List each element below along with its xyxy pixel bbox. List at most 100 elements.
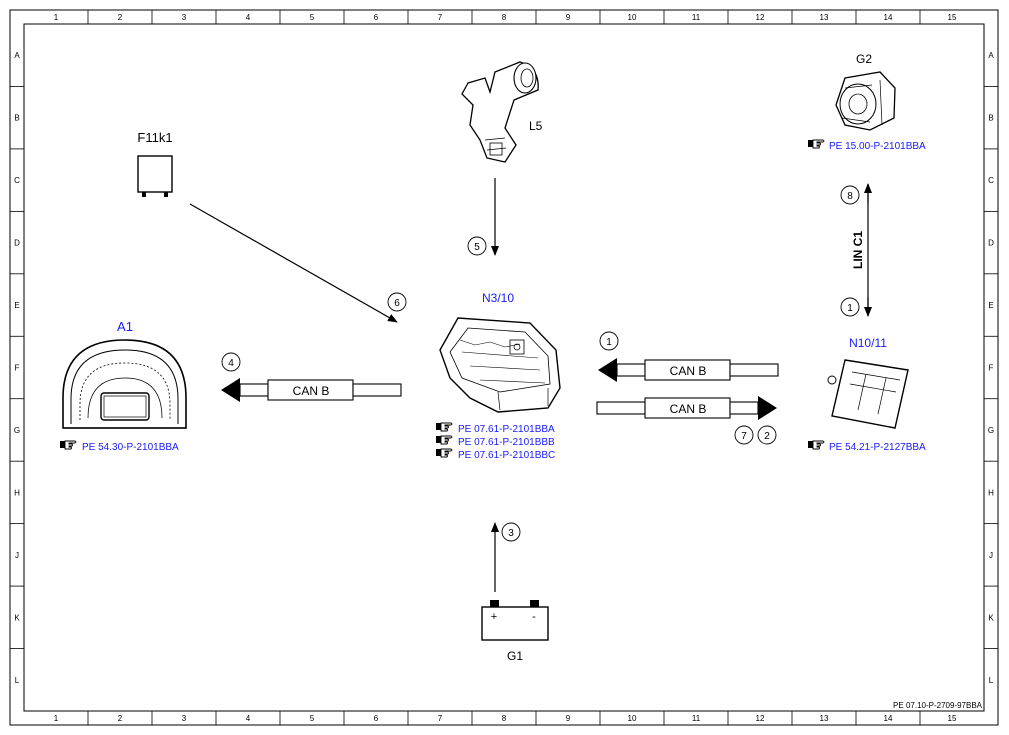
column-label-bottom: 11 — [692, 714, 701, 723]
row-label-right: G — [988, 426, 994, 435]
line-f11k1-to-n3-10 — [189, 203, 398, 323]
n3-10-ref-2: PE 07.61-P-2101BBC — [458, 450, 555, 461]
column-label-bottom: 14 — [884, 714, 893, 723]
column-label-bottom: 6 — [374, 714, 379, 723]
column-label-bottom: 9 — [566, 714, 571, 723]
f11k1-label: F11k1 — [137, 130, 172, 145]
row-label-right: K — [988, 613, 994, 622]
pointing-hand-icon — [59, 440, 77, 450]
row-label-right: F — [989, 364, 994, 373]
column-label-top: 7 — [438, 13, 443, 22]
svg-text:1: 1 — [847, 303, 853, 314]
row-label-left: C — [14, 176, 20, 185]
lin-c1-label: LIN C1 — [851, 231, 865, 269]
column-label-bottom: 7 — [438, 714, 443, 723]
a1-label: A1 — [117, 319, 133, 334]
pointing-hand-icon — [807, 139, 825, 149]
svg-text:6: 6 — [394, 298, 400, 309]
callouts: 5 6 4 1 7 2 3 8 1 — [221, 185, 860, 542]
row-label-left: G — [14, 426, 20, 435]
callout-1-right: 1 — [840, 297, 860, 317]
column-label-bottom: 12 — [756, 714, 765, 723]
g1-label: G1 — [507, 649, 523, 663]
n3-10-label: N3/10 — [482, 291, 514, 305]
column-label-bottom: 8 — [502, 714, 507, 723]
control-unit-n10-11: N10/11 PE 54.21-P-2127BBA — [807, 336, 926, 453]
column-label-bottom: 10 — [628, 714, 637, 723]
column-label-bottom: 13 — [820, 714, 829, 723]
column-label-top: 10 — [628, 13, 637, 22]
row-label-right: C — [988, 176, 994, 185]
column-label-top: 4 — [246, 13, 251, 22]
can-right-top-label: CAN B — [670, 364, 707, 378]
row-label-right: H — [988, 488, 994, 497]
document-id: PE 07.10-P-2709-97BBA — [893, 701, 983, 710]
reference-a1[interactable]: PE 54.30-P-2101BBA — [59, 440, 179, 453]
callout-5: 5 — [467, 236, 487, 256]
battery-minus: - — [532, 611, 536, 623]
reference-n10-11[interactable]: PE 54.21-P-2127BBA — [807, 440, 926, 453]
n10-11-label: N10/11 — [849, 336, 887, 350]
svg-text:1: 1 — [606, 337, 612, 348]
callout-4: 4 — [221, 352, 241, 372]
n3-10-ref-1: PE 07.61-P-2101BBB — [458, 437, 555, 448]
row-label-left: E — [14, 301, 19, 310]
row-label-left: A — [14, 51, 20, 60]
column-label-bottom: 5 — [310, 714, 315, 723]
column-label-top: 8 — [502, 13, 507, 22]
column-label-top: 1 — [54, 13, 59, 22]
g2-label: G2 — [856, 52, 872, 66]
column-label-top: 9 — [566, 13, 571, 22]
can-right-bottom-label: CAN B — [670, 402, 707, 416]
signal-lines — [189, 178, 872, 592]
column-label-top: 11 — [692, 13, 701, 22]
pointing-hand-icon — [435, 422, 453, 432]
can-left-label: CAN B — [293, 384, 330, 398]
reference-n3-10-b[interactable]: PE 07.61-P-2101BBB — [435, 435, 555, 448]
can-bus-right-top: CAN B — [598, 358, 779, 382]
reference-n3-10-a[interactable]: PE 07.61-P-2101BBA — [435, 422, 555, 435]
svg-text:4: 4 — [228, 358, 234, 369]
l5-label: L5 — [529, 119, 543, 133]
row-label-left: F — [15, 364, 20, 373]
column-label-top: 14 — [884, 13, 893, 22]
battery-g1: + - G1 — [481, 600, 549, 663]
battery-plus: + — [491, 611, 497, 623]
row-label-left: L — [15, 676, 20, 685]
column-label-bottom: 15 — [948, 714, 957, 723]
callout-2: 2 — [757, 425, 777, 445]
alternator-g2: G2 PE 15.00-P-2101BBA — [807, 52, 926, 152]
row-label-right: E — [988, 301, 993, 310]
column-label-top: 15 — [948, 13, 957, 22]
callout-3: 3 — [501, 522, 521, 542]
column-label-top: 12 — [756, 13, 765, 22]
reference-g2[interactable]: PE 15.00-P-2101BBA — [807, 139, 926, 152]
g2-ref-0: PE 15.00-P-2101BBA — [829, 141, 926, 152]
svg-text:3: 3 — [508, 528, 514, 539]
column-label-top: 6 — [374, 13, 379, 22]
column-label-bottom: 1 — [54, 714, 59, 723]
sensor-l5: L5 — [461, 61, 543, 163]
callout-1-left: 1 — [599, 331, 619, 351]
column-label-bottom: 4 — [246, 714, 251, 723]
svg-text:5: 5 — [474, 242, 480, 253]
row-label-left: J — [15, 551, 19, 560]
reference-n3-10-c[interactable]: PE 07.61-P-2101BBC — [435, 448, 555, 461]
relay-f11k1: F11k1 — [137, 130, 173, 197]
row-label-left: K — [14, 613, 20, 622]
column-label-bottom: 3 — [182, 714, 187, 723]
pointing-hand-icon — [435, 448, 453, 458]
pointing-hand-icon — [807, 440, 825, 450]
can-bus-left: CAN B — [221, 378, 402, 402]
column-label-top: 3 — [182, 13, 187, 22]
instrument-cluster-a1: A1 PE 54.30-P-2101BBA — [59, 319, 187, 453]
can-bus-right-bottom: CAN B — [596, 396, 777, 420]
n3-10-ref-0: PE 07.61-P-2101BBA — [458, 424, 555, 435]
n10-11-ref-0: PE 54.21-P-2127BBA — [829, 442, 926, 453]
row-label-left: H — [14, 488, 20, 497]
callout-7: 7 — [734, 425, 754, 445]
callout-8: 8 — [840, 185, 860, 205]
column-label-bottom: 2 — [118, 714, 123, 723]
pointing-hand-icon — [435, 435, 453, 445]
